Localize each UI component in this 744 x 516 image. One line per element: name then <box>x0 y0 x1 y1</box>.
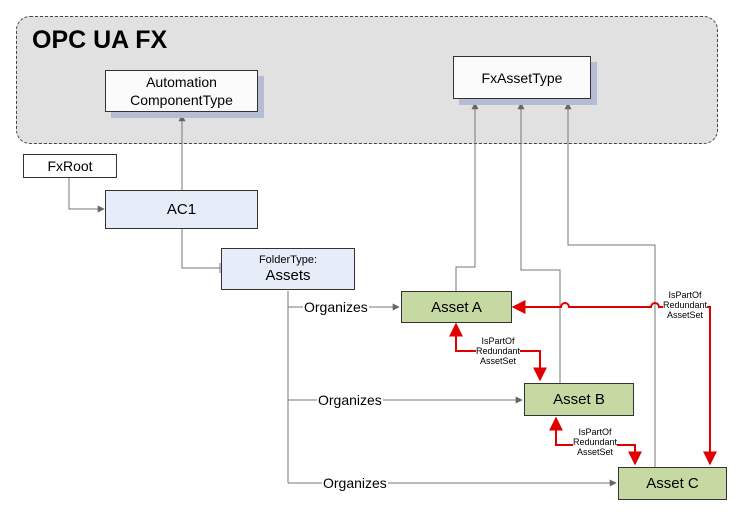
fx-asset-type-label: FxAssetType <box>481 69 563 86</box>
ac1-box: AC1 <box>105 190 258 229</box>
folder-name: Assets <box>265 266 311 284</box>
fx-root-label: FxRoot <box>47 158 93 174</box>
fx-root-box: FxRoot <box>23 154 117 178</box>
redundancy-label-b-c: IsPartOf Redundant AssetSet <box>573 427 618 457</box>
fx-asset-type-box: FxAssetType <box>453 56 591 99</box>
asset-b-label: Asset B <box>553 391 605 408</box>
assets-folder-box: FolderType: Assets <box>221 248 355 290</box>
fxroot-to-ac1-connector <box>68 178 105 213</box>
automation-component-type-box: Automation ComponentType <box>105 70 258 112</box>
organizes-label-asset-b: Organizes <box>317 392 383 408</box>
asset-c-label: Asset C <box>646 475 699 492</box>
region-title: OPC UA FX <box>32 26 168 54</box>
folder-type-prefix: FolderType: <box>258 253 318 266</box>
ac1-to-folder-connector <box>181 229 220 269</box>
asset-a-typedef-connector <box>455 102 479 292</box>
redundancy-label-a-b: IsPartOf Redundant AssetSet <box>476 336 521 366</box>
organizes-label-asset-c: Organizes <box>322 475 388 491</box>
redundancy-a-c-arrow <box>511 300 717 466</box>
asset-b-box: Asset B <box>524 383 634 416</box>
asset-b-typedef-connector <box>517 102 561 383</box>
asset-a-box: Asset A <box>401 291 512 323</box>
automation-component-type-line1: Automation <box>146 74 217 90</box>
organizes-label-asset-a: Organizes <box>303 299 369 315</box>
automation-component-type-line2: ComponentType <box>130 92 233 108</box>
ac1-label: AC1 <box>166 201 197 218</box>
asset-a-label: Asset A <box>431 298 482 316</box>
redundancy-label-a-c: IsPartOf Redundant AssetSet <box>663 290 708 320</box>
asset-c-box: Asset C <box>618 467 727 500</box>
